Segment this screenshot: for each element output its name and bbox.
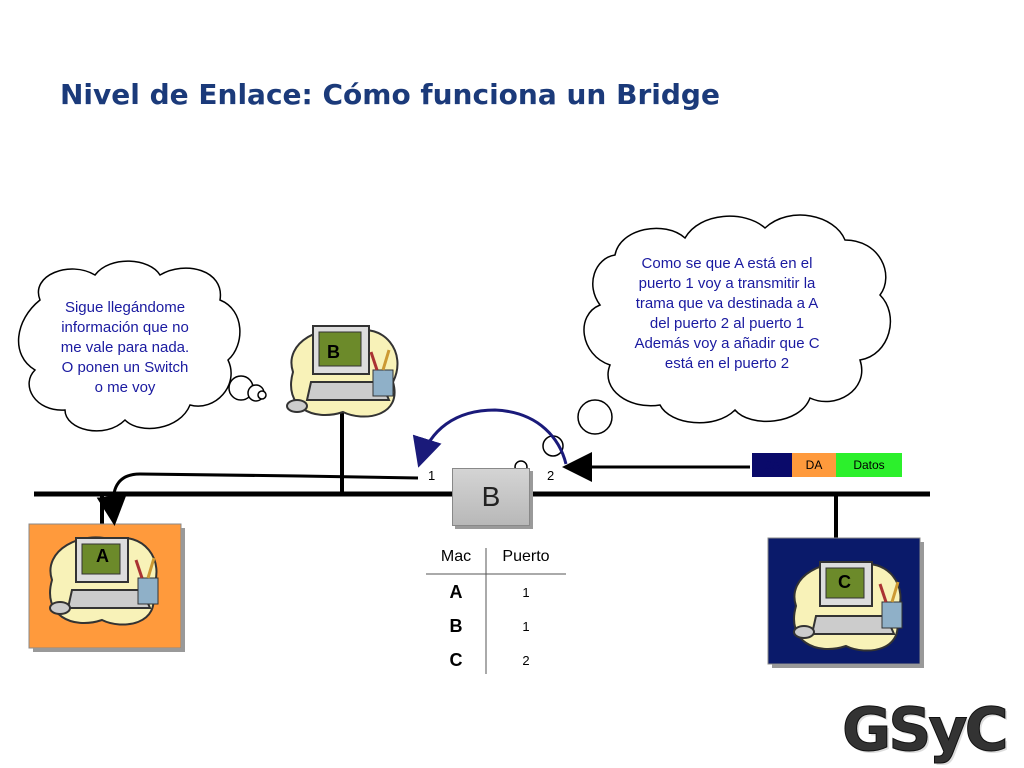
- computer-c-label: C: [838, 572, 851, 592]
- port-1-label: 1: [428, 468, 436, 483]
- frame-datos: Datos: [836, 453, 902, 477]
- row-puerto: 1: [522, 584, 530, 600]
- header-mac: Mac: [440, 548, 472, 565]
- cloud-left-text: Sigue llegándome información que no me v…: [60, 299, 190, 396]
- row-mac: B: [449, 615, 463, 636]
- header-puerto: Puerto: [502, 548, 550, 565]
- port-2-label: 2: [547, 468, 555, 483]
- row-mac: A: [449, 581, 463, 602]
- gsyc-logo: GSyC: [842, 695, 1010, 766]
- computer-b-label: B: [327, 342, 340, 362]
- row-puerto: 1: [522, 618, 530, 634]
- row-mac: C: [449, 649, 463, 670]
- arrow-bridge-forward: [412, 408, 568, 468]
- computer-a-icon: [49, 536, 159, 626]
- frame-sa: SA: [752, 453, 792, 477]
- computer-b-icon: [286, 325, 399, 418]
- table-row: C 2: [426, 643, 566, 677]
- mac-table: Mac Puerto A 1 B 1 C 2: [426, 543, 566, 677]
- bridge-device: B: [452, 468, 530, 526]
- mac-table-header: Mac Puerto: [426, 543, 566, 571]
- computer-c-icon: [793, 561, 903, 652]
- table-row: B 1: [426, 609, 566, 643]
- cloud-right-text: Como se que A está en el puerto 1 voy a …: [634, 255, 820, 372]
- table-row: A 1: [426, 575, 566, 609]
- ethernet-frame: SA DA Datos: [752, 453, 902, 477]
- computer-a-label: A: [96, 546, 109, 566]
- row-puerto: 2: [522, 652, 530, 668]
- frame-da: DA: [792, 453, 836, 477]
- thought-cloud-right: [514, 214, 891, 474]
- arrow-to-a: [96, 472, 419, 526]
- bridge-label: B: [481, 481, 501, 512]
- thought-cloud-left: [18, 260, 267, 432]
- page-title: Nivel de Enlace: Cómo funciona un Bridge: [60, 78, 720, 111]
